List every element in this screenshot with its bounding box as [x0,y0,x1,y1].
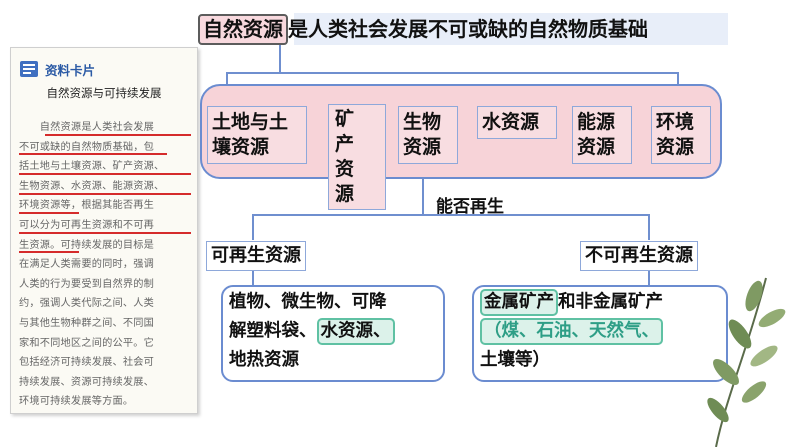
card-line: 人类的行为要受到自然界的制 [19,278,155,290]
card-line: 自然资源是人类社会发展 [19,122,155,133]
category-mineral: 矿 产 资 源 [328,104,386,210]
renewable-examples: 植物、微生物、可降 解塑料袋、水资源、 地热资源 [229,288,441,375]
connector-line [252,214,254,240]
card-line: 约，强调人类代际之间、人类 [19,298,155,310]
highlight-metal-minerals: 金属矿产 [480,289,558,316]
connector-line [226,72,678,74]
criterion-label: 能否再生 [436,197,504,217]
card-line: 括土地与土壤资源、矿产资源、 [19,161,165,173]
connector-line [648,214,650,240]
underline-mark [19,212,79,214]
leaf-decoration-icon [707,277,786,447]
book-icon [20,61,38,77]
connector-line [252,214,649,216]
category-environment: 环境 资源 [651,106,711,164]
card-line: 生物资源、水资源、能源资源、 [19,180,165,192]
diagram-title: 自然资源是人类社会发展不可或缺的自然物质基础 [198,14,648,45]
card-line: 环境资源等，根据其能否再生 [19,200,155,212]
connector-line [226,72,228,86]
card-header-label: 资料卡片 [45,63,96,78]
title-rest: 是人类社会发展不可或缺的自然物质基础 [288,17,648,41]
category-water: 水资源 [477,106,557,139]
card-line: 可以分为可再生资源和不可再 [19,219,155,231]
highlight-fossil-fuels: （煤、石油、天然气、 [480,318,663,345]
card-line: 不可或缺的自然物质基础，包 [19,141,155,153]
category-biological: 生物 资源 [398,106,458,164]
card-body-text: 自然资源是人类社会发展 不可或缺的自然物质基础，包 括土地与土壤资源、矿产资源、… [19,118,191,412]
underline-mark [45,134,191,136]
card-line: 环境可持续发展等方面。 [19,396,134,408]
nonrenewable-examples: 金属矿产和非金属矿产 （煤、石油、天然气、 土壤等） [480,288,726,375]
highlight-water: 水资源、 [316,318,395,345]
card-header: 资料卡片 [11,58,197,80]
renewable-label: 可再生资源 [206,241,306,271]
connector-line [648,271,650,287]
category-energy: 能源 资源 [572,106,632,164]
category-land-soil: 土地与土 壤资源 [207,106,307,164]
card-line: 包括经济可持续发展、社会可 [19,357,155,369]
card-line: 与其他生物种群之间、不同国 [19,317,155,329]
card-line: 在满足人类需要的同时，强调 [19,259,155,271]
resource-info-card: 资料卡片 自然资源与可持续发展 自然资源是人类社会发展 不可或缺的自然物质基础，… [10,47,198,414]
title-keyword: 自然资源 [198,14,288,45]
underline-mark [19,193,191,195]
card-title: 自然资源与可持续发展 [46,86,162,100]
underline-mark [19,251,79,253]
connector-line [677,72,679,86]
underline-mark [19,173,191,175]
card-line: 家和不同地区之间的公平。它 [19,337,155,349]
card-line: 持续发展、资源可持续发展、 [19,376,155,388]
connector-line [422,178,424,215]
underline-mark [19,232,191,234]
connector-line [279,45,281,73]
underline-mark [19,153,167,155]
card-line: 生资源。可持续发展的目标是 [19,239,155,251]
connector-line [252,271,254,287]
title-background [294,13,728,45]
nonrenewable-label: 不可再生资源 [580,241,698,271]
